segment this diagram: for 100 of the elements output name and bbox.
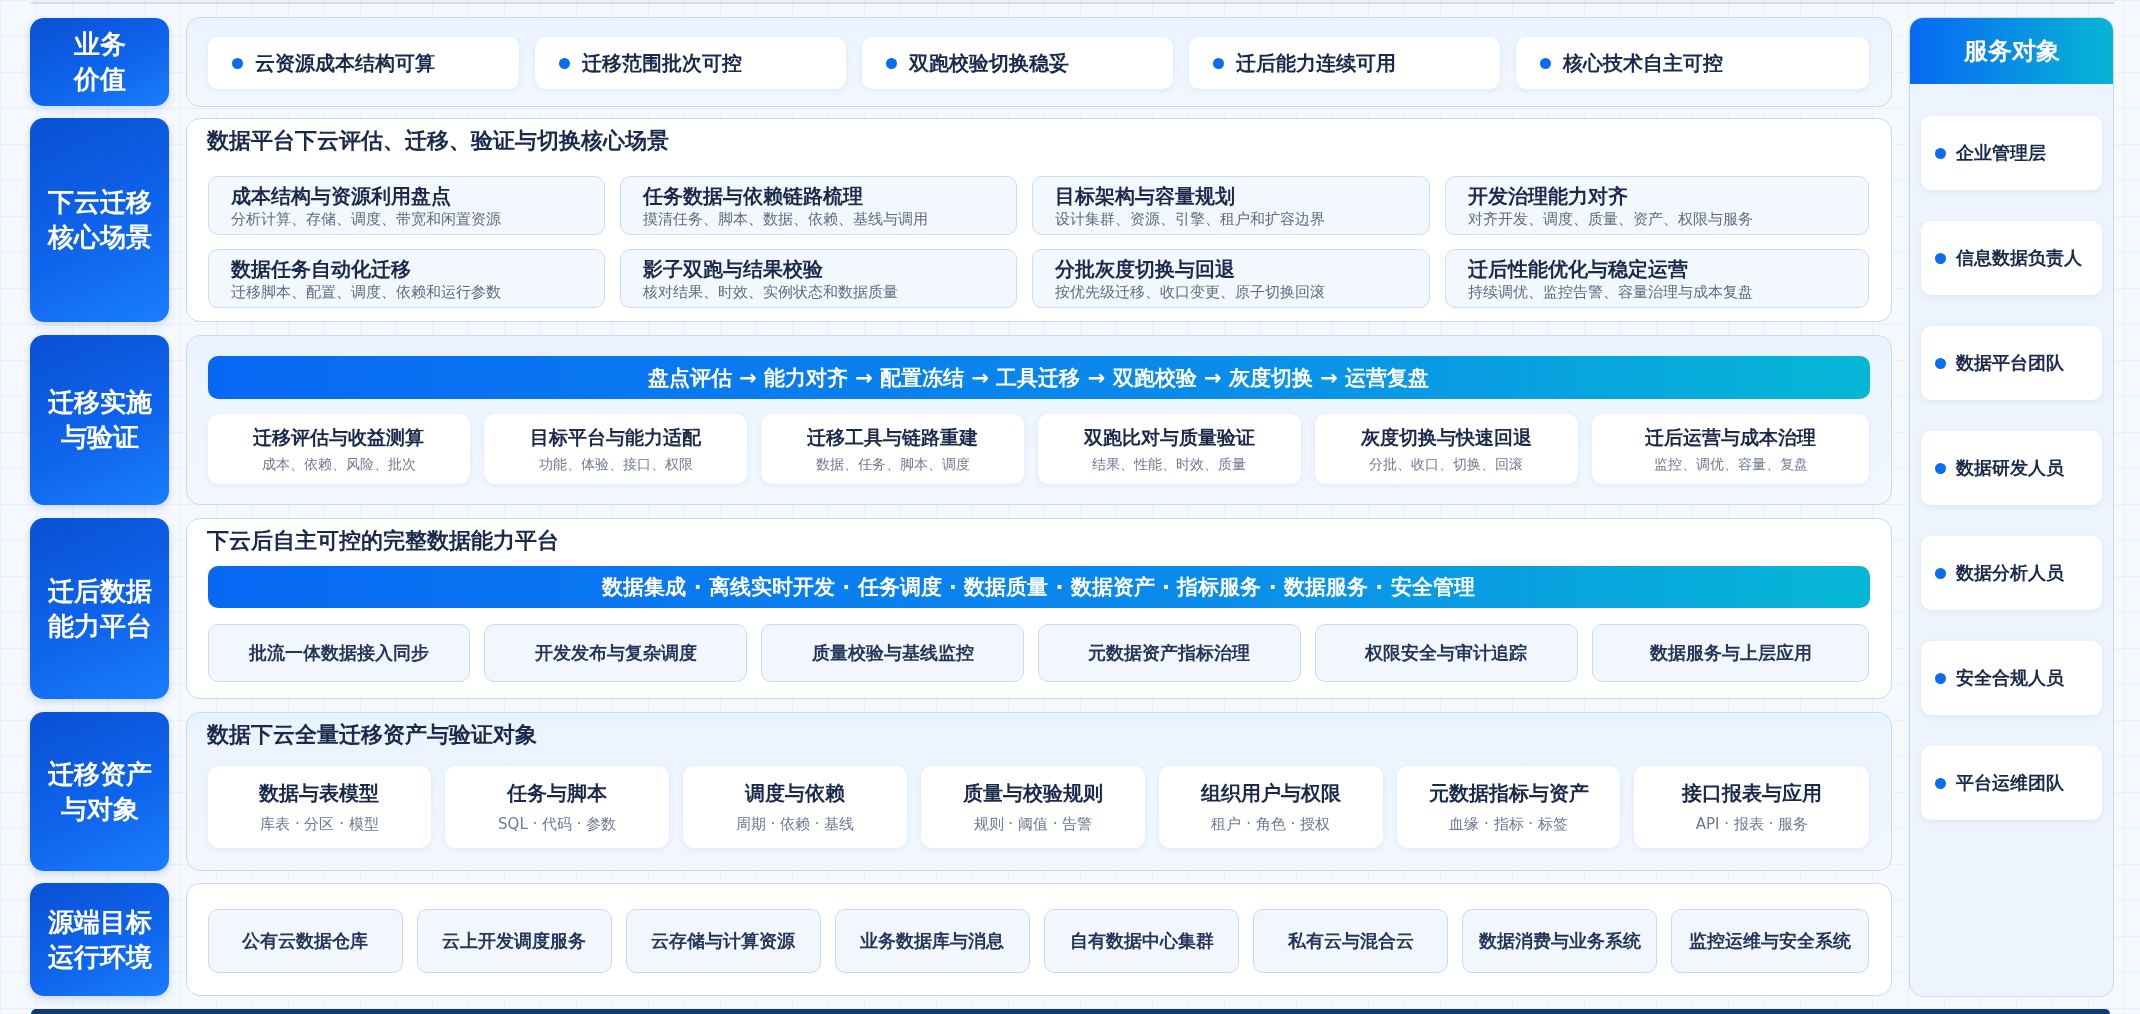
card-title: 迁移评估与收益测算: [253, 424, 425, 450]
environment-card: [625, 909, 821, 973]
value-card: [207, 37, 519, 89]
environment-card: [834, 909, 1030, 973]
step-card: [484, 414, 748, 484]
card-subtitle: 迁移脚本、配置、调度、依赖和运行参数: [230, 281, 502, 302]
scene-card: [1032, 249, 1430, 308]
layer-tag: [30, 712, 169, 871]
environment-card: [1462, 909, 1658, 973]
card-subtitle: API · 报表 · 服务: [1695, 814, 1809, 834]
layer-tag: [30, 335, 169, 505]
audience-text: 企业管理层: [1956, 141, 2046, 165]
layer-tag: [30, 883, 169, 996]
card-title: 接口报表与应用: [1681, 780, 1822, 806]
card-title: 数据服务与上层应用: [1649, 641, 1812, 665]
card-subtitle: 分批、收口、切换、回滚: [1369, 454, 1524, 474]
scene-card: [1444, 249, 1870, 308]
card-title: 业务数据库与消息: [860, 929, 1005, 953]
audience-text: 数据平台团队: [1956, 351, 2064, 375]
card-title: 云存储与计算资源: [651, 929, 796, 953]
audience-card: [1921, 536, 2102, 610]
value-text: 迁后能力连续可用: [1236, 49, 1397, 77]
card-subtitle: SQL · 代码 · 参数: [498, 814, 617, 834]
audience-text: 数据研发人员: [1956, 456, 2064, 480]
value-card: [534, 37, 846, 89]
header-title: 服务对象: [1963, 36, 2060, 67]
card-title: 成本结构与资源利用盘点: [230, 182, 452, 209]
card-subtitle: 成本、依赖、风险、批次: [261, 454, 416, 474]
layer-tag: [30, 18, 169, 106]
asset-card: [1396, 766, 1621, 848]
card-title: 灰度切换与快速回退: [1360, 424, 1532, 450]
step-card: [1038, 414, 1301, 484]
card-subtitle: 设计集群、资源、引擎、租户和扩容边界: [1055, 208, 1327, 229]
step-card: [207, 414, 471, 484]
card-title: 任务数据与依赖链路梳理: [643, 182, 864, 209]
card-subtitle: 数据、任务、脚本、调度: [815, 454, 970, 474]
scene-card: [1444, 176, 1870, 235]
value-card: [861, 37, 1174, 89]
asset-card: [207, 766, 432, 848]
process-banner: [207, 566, 1870, 608]
banner-text: 数据集成 · 离线实时开发 · 任务调度 · 数据质量 · 数据资产 · 指标服务 · 数据服务 · 安全管理: [602, 574, 1475, 601]
card-title: 数据与表模型: [259, 780, 380, 806]
audience-card: [1921, 116, 2102, 190]
environment-card: [207, 909, 403, 973]
environment-card: [1044, 909, 1240, 973]
asset-card: [1634, 766, 1870, 848]
banner-text: 盘点评估 → 能力对齐 → 配置冻结 → 工具迁移 → 双跑校验 → 灰度切换 → 运营复盘: [647, 364, 1430, 392]
card-title: 数据任务自动化迁移: [230, 255, 412, 282]
card-subtitle: 周期 · 依赖 · 基线: [735, 814, 855, 834]
scene-card: [1032, 176, 1430, 235]
card-title: 私有云与混合云: [1287, 929, 1414, 953]
card-subtitle: 血缘 · 指标 · 标签: [1449, 814, 1568, 834]
card-title: 元数据资产指标治理: [1088, 641, 1251, 665]
card-subtitle: 结果、性能、时效、质量: [1092, 454, 1247, 474]
card-subtitle: 库表 · 分区 · 模型: [260, 814, 379, 834]
step-card: [1591, 414, 1870, 484]
value-card: [1516, 37, 1870, 89]
card-title: 组织用户与权限: [1200, 780, 1341, 806]
process-banner: [207, 356, 1870, 399]
audience-card: [1921, 746, 2102, 820]
card-title: 分批灰度切换与回退: [1055, 255, 1237, 282]
card-subtitle: 对齐开发、调度、质量、资产、权限与服务: [1467, 208, 1754, 229]
panel-title: 数据下云全量迁移资产与验证对象: [207, 721, 537, 749]
capability-card: [484, 624, 748, 682]
value-text: 云资源成本结构可算: [254, 49, 435, 77]
layer-name: 下云迁移核心场景: [46, 186, 153, 254]
capability-card: [207, 624, 471, 682]
panel-title: 数据平台下云评估、迁移、验证与切换核心场景: [207, 127, 669, 155]
audience-text: 安全合规人员: [1956, 666, 2064, 690]
card-subtitle: 持续调优、监控告警、容量治理与成本复盘: [1467, 281, 1754, 302]
card-title: 数据消费与业务系统: [1478, 929, 1641, 953]
asset-card: [445, 766, 670, 848]
asset-card: [1158, 766, 1383, 848]
step-card: [761, 414, 1024, 484]
capability-card: [1038, 624, 1301, 682]
card-title: 影子双跑与结果校验: [643, 255, 824, 282]
layer-name: 迁后数据能力平台: [46, 574, 153, 643]
layer-panel: [186, 17, 1892, 107]
card-title: 目标架构与容量规划: [1055, 182, 1237, 209]
audience-card: [1921, 431, 2102, 505]
scene-card: [207, 176, 605, 235]
card-title: 任务与脚本: [507, 780, 608, 806]
layer-panel: [186, 118, 1892, 322]
scene-card: [207, 249, 605, 308]
card-subtitle: 摸清任务、脚本、数据、依赖、基线与调用: [643, 208, 929, 229]
card-title: 云上开发调度服务: [442, 929, 587, 953]
layer-panel: [186, 518, 1892, 699]
value-text: 核心技术自主可控: [1563, 49, 1724, 77]
card-subtitle: 功能、体验、接口、权限: [538, 454, 693, 474]
layer-name: 迁移实施与验证: [46, 386, 153, 454]
audience-card: [1921, 326, 2102, 400]
layer-tag: [30, 118, 169, 322]
card-title: 目标平台与能力适配: [530, 424, 702, 450]
layer-tag: [30, 518, 169, 699]
layer-name: 迁移资产与对象: [46, 757, 153, 826]
environment-card: [416, 909, 612, 973]
card-title: 调度与依赖: [745, 780, 846, 806]
layer-panel: [186, 883, 1892, 996]
capability-card: [761, 624, 1024, 682]
asset-card: [921, 766, 1145, 848]
